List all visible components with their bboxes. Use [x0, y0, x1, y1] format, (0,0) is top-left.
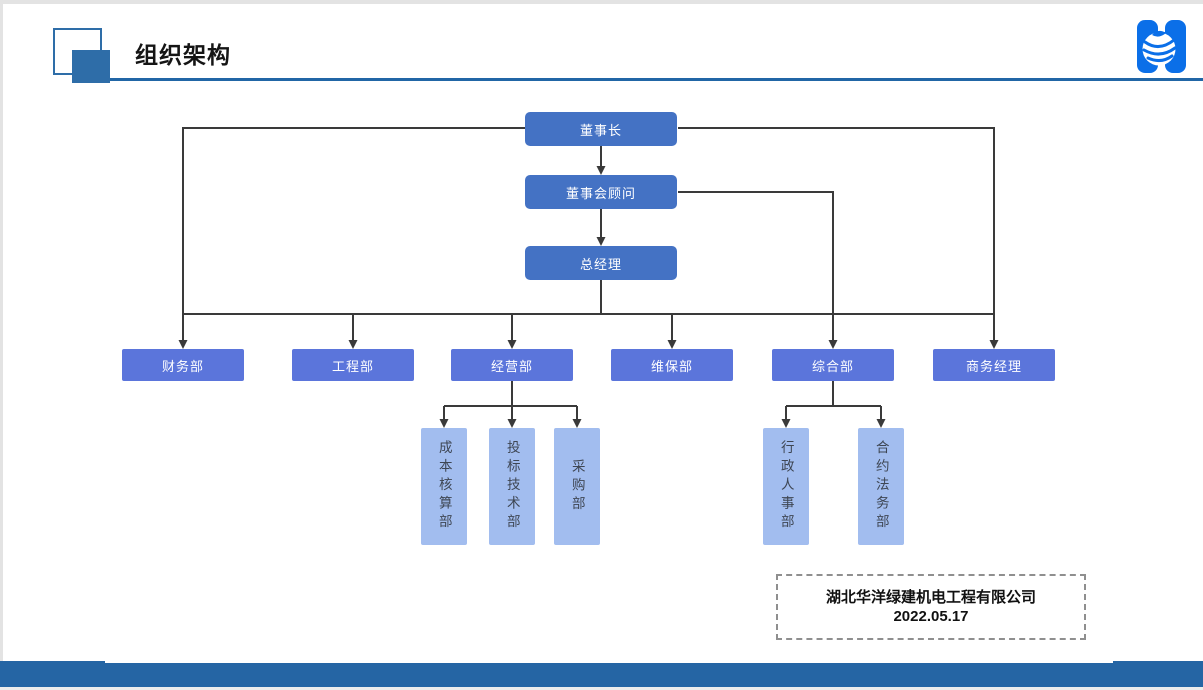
- org-node-label: 财务部: [161, 358, 204, 374]
- footer-note-box: 湖北华洋绿建机电工程有限公司 2022.05.17: [776, 574, 1086, 640]
- org-node-label: 维保部: [650, 358, 693, 374]
- org-node-label: 综合部: [811, 358, 854, 374]
- title-underline: [110, 78, 1203, 81]
- org-node-general-affairs-dept: 综合部: [772, 349, 894, 381]
- org-node-general-manager: 总经理: [525, 246, 677, 280]
- org-node-finance-dept: 财务部: [122, 349, 244, 381]
- org-node-contract-legal-dept: 合约法务部: [858, 428, 904, 545]
- org-node-label: 总经理: [579, 256, 622, 272]
- org-node-cost-accounting-dept: 成本核算部: [421, 428, 467, 545]
- org-node-label: 董事会顾问: [565, 185, 636, 201]
- org-node-label: 采购部: [569, 458, 585, 515]
- left-edge: [0, 4, 3, 661]
- page-title: 组织架构: [135, 42, 231, 68]
- org-node-label: 商务经理: [965, 358, 1022, 374]
- org-node-label: 董事长: [579, 122, 622, 138]
- org-node-maintenance-dept: 维保部: [611, 349, 733, 381]
- org-node-board-advisor: 董事会顾问: [525, 175, 677, 209]
- bottom-edge: [0, 687, 1203, 690]
- org-node-label: 工程部: [331, 358, 374, 374]
- org-node-admin-hr-dept: 行政人事部: [763, 428, 809, 545]
- footer-bar: [0, 663, 1203, 687]
- footer-note-company: 湖北华洋绿建机电工程有限公司: [825, 589, 1036, 606]
- org-node-bidding-technology-dept: 投标技术部: [489, 428, 535, 545]
- org-node-commercial-manager: 商务经理: [933, 349, 1055, 381]
- org-node-label: 经营部: [490, 358, 533, 374]
- org-node-label: 投标技术部: [504, 440, 520, 533]
- footer-note-date: 2022.05.17: [893, 608, 969, 625]
- top-edge: [0, 0, 1203, 4]
- org-node-procurement-dept: 采购部: [554, 428, 600, 545]
- org-node-label: 成本核算部: [436, 440, 452, 533]
- org-node-label: 行政人事部: [778, 440, 794, 533]
- title-decoration-filled-square: [72, 50, 110, 83]
- org-node-engineering-dept: 工程部: [292, 349, 414, 381]
- org-node-label: 合约法务部: [873, 440, 889, 533]
- org-node-chairman: 董事长: [525, 112, 677, 146]
- org-node-operations-dept: 经营部: [451, 349, 573, 381]
- company-logo-icon: [1137, 20, 1186, 73]
